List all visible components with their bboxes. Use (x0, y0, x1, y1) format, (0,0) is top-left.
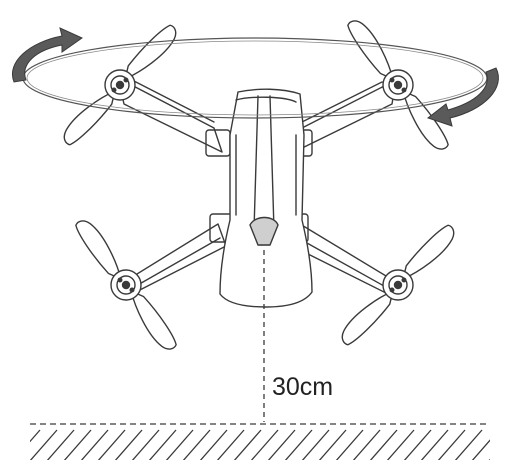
ground-hatch-line (267, 429, 296, 460)
ground-hatch-line (471, 439, 490, 460)
ground-hatch-line (114, 429, 143, 460)
ground-hatch-line (216, 429, 245, 460)
ground-hatch-line (80, 429, 109, 460)
drone-body (219, 88, 313, 308)
ground-hatch-line (97, 429, 126, 460)
ground-hatch-line (369, 429, 398, 460)
ground-hatch-line (352, 429, 381, 460)
propeller-front-right (341, 15, 455, 155)
ground-hatch-line (403, 429, 432, 460)
ground-hatch-line (30, 429, 41, 443)
propeller-front-left (58, 20, 182, 150)
ground-hatch-line (63, 429, 92, 460)
ground-hatch-line (30, 429, 58, 460)
ground-hatch-line (148, 429, 177, 460)
ground-hatch-line (301, 429, 330, 460)
ground-hatch-line (318, 429, 347, 460)
ground-hatch-line (199, 429, 228, 460)
height-label: 30cm (272, 373, 334, 401)
ground-hatch-line (165, 429, 194, 460)
propeller-rear-left (69, 215, 183, 355)
ground-hatch-line (437, 429, 466, 460)
ground-hatch-line (488, 458, 490, 460)
hatched-ground-icon (30, 423, 490, 460)
ground-hatch-line (131, 429, 160, 460)
ground-hatch-line (250, 429, 279, 460)
ground-hatch-line (335, 429, 364, 460)
ground-hatch-line (46, 429, 75, 460)
ground-hatch-line (284, 429, 313, 460)
ground-hatch-line (420, 429, 449, 460)
ground-hatch-line (386, 429, 415, 460)
ground-hatch-line (182, 429, 211, 460)
ground-hatch-line (454, 429, 483, 460)
curved-arrow-icon (12, 27, 499, 127)
propeller-rear-right (336, 220, 460, 350)
ground-hatch-line (233, 429, 262, 460)
